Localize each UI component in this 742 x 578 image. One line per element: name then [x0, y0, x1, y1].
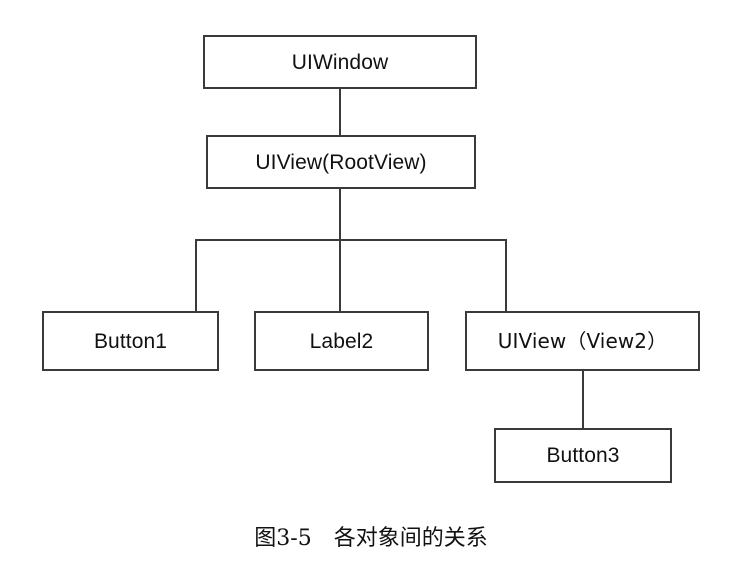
edge-bus-to-view2 — [505, 240, 507, 311]
node-button1-label: Button1 — [93, 329, 168, 353]
edge-rootview-to-bus — [339, 189, 341, 240]
node-uiwindow-label: UIWindow — [291, 50, 389, 74]
node-uiview-view2-label: UIView（View2） — [497, 329, 668, 353]
node-label2: Label2 — [254, 311, 429, 371]
node-uiview-view2: UIView（View2） — [465, 311, 700, 371]
node-uiview-rootview-label: UIView(RootView) — [255, 150, 427, 174]
node-button1: Button1 — [42, 311, 219, 371]
figure-caption: 图3-5 各对象间的关系 — [254, 526, 488, 551]
edge-uiwindow-to-rootview — [339, 89, 341, 135]
edge-horizontal-bus — [195, 239, 507, 241]
edge-view2-to-button3 — [582, 371, 584, 428]
node-uiview-rootview: UIView(RootView) — [206, 135, 476, 189]
node-button3-label: Button3 — [546, 444, 620, 467]
edge-bus-to-button1 — [195, 240, 197, 311]
edge-bus-to-label2 — [339, 240, 341, 311]
node-label2-label: Label2 — [309, 329, 374, 353]
node-button3: Button3 — [494, 428, 672, 483]
node-uiwindow: UIWindow — [203, 35, 477, 89]
